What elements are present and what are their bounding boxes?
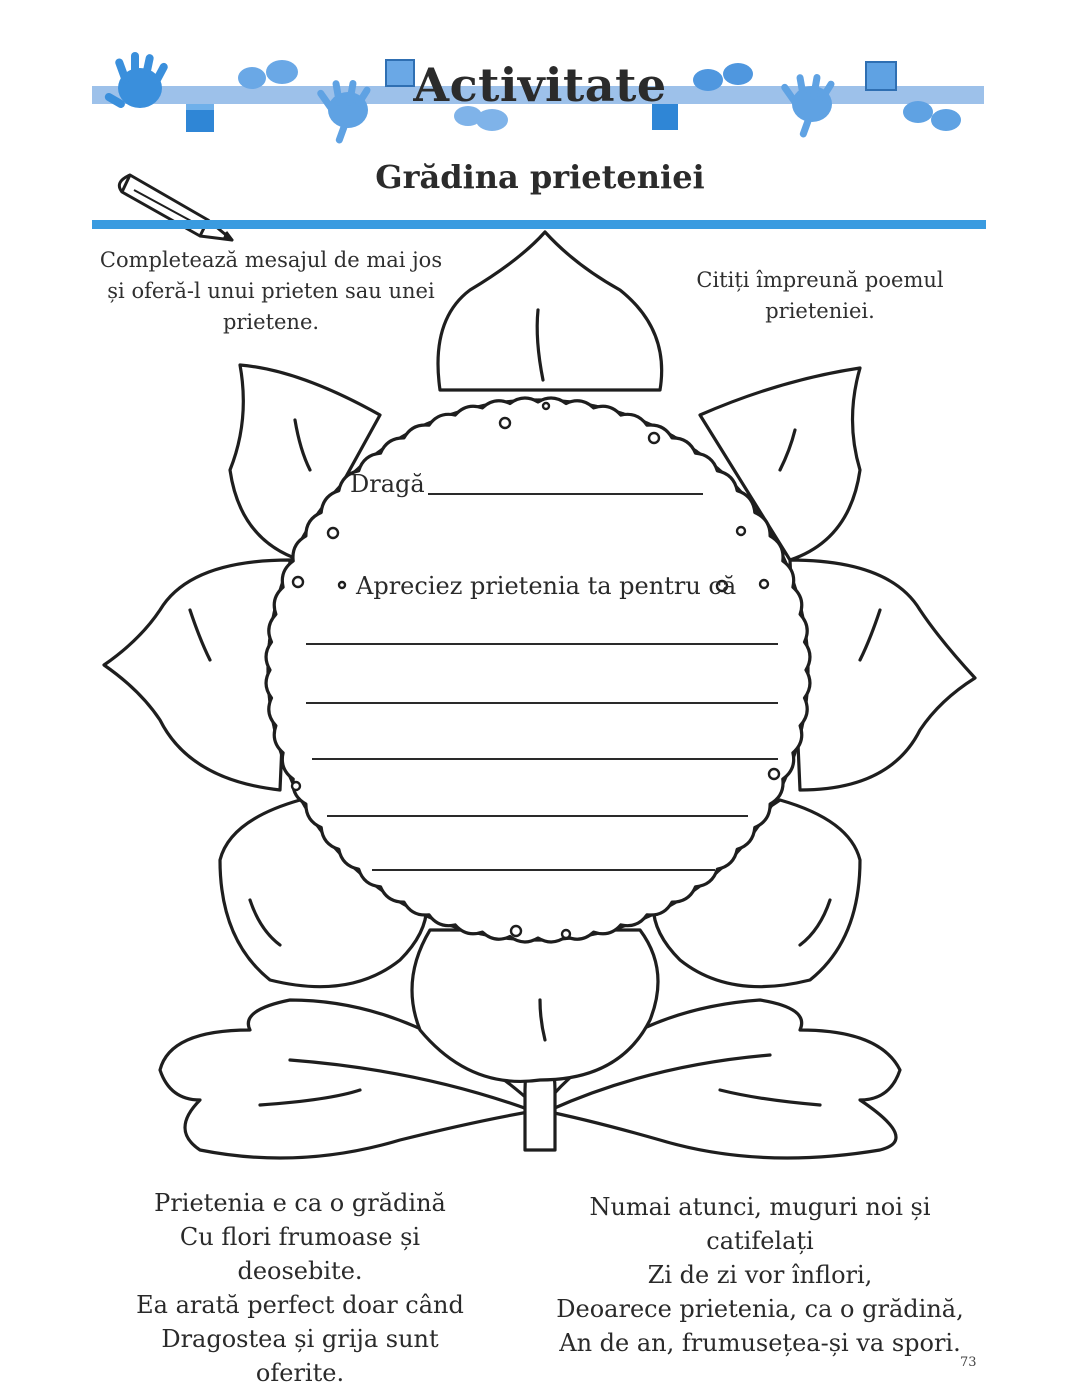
header-divider [92,220,986,229]
poem-stanza-right: Numai atunci, muguri noi și catifelați Z… [540,1190,980,1360]
banner-band [92,86,984,104]
footprint-icon [454,106,508,131]
poem-line: Numai atunci, muguri noi și catifelați [589,1193,931,1255]
banner-title: Activitate [413,58,667,112]
instruction-line: prietene. [222,310,320,334]
instruction-right: Citiți împreună poemul prieteniei. [660,265,980,327]
poem-line: Dragostea și grija sunt oferite. [161,1325,439,1387]
write-line[interactable] [327,815,748,817]
hand-icon [104,52,168,108]
poem-line: Cu flori frumoase și deosebite. [179,1223,421,1285]
poem-line: Zi de zi vor înflori, [647,1261,873,1289]
instruction-left: Completează mesajul de mai jos și oferă-… [86,245,456,338]
cube-icon [186,104,214,132]
page-title: Grădina prieteniei [375,158,705,196]
poem-line: Ea arată perfect doar când [136,1291,464,1319]
write-line[interactable] [306,643,778,645]
instruction-line: și oferă-l unui prieten sau unei [107,279,435,303]
flower-illustration [102,230,977,1160]
write-line[interactable] [306,702,778,704]
footprint-icon [693,63,753,91]
hand-icon [317,80,371,144]
cube-icon [385,59,415,87]
cube-icon [865,61,897,91]
instruction-line: prieteniei. [765,299,875,323]
hand-icon [781,74,835,138]
page-number: 73 [960,1355,977,1370]
instruction-line: Completează mesajul de mai jos [99,248,443,272]
poem-line: Prietenia e ca o grădină [154,1189,446,1217]
footprint-icon [238,60,298,89]
footprint-icon [903,101,961,131]
write-line[interactable] [312,758,778,760]
greeting-write-line[interactable] [428,493,703,495]
poem-line: An de an, frumusețea-și va spori. [559,1329,961,1357]
instruction-line: Citiți împreună poemul [696,268,944,292]
poem-stanza-left: Prietenia e ca o grădină Cu flori frumoa… [120,1186,480,1390]
poem-line: Deoarece prietenia, ca o grădină, [556,1295,964,1323]
letter-prompt: Apreciez prietenia ta pentru că [356,572,737,600]
write-line[interactable] [372,869,715,871]
letter-greeting: Dragă [350,470,425,498]
cube-icon [652,104,678,130]
